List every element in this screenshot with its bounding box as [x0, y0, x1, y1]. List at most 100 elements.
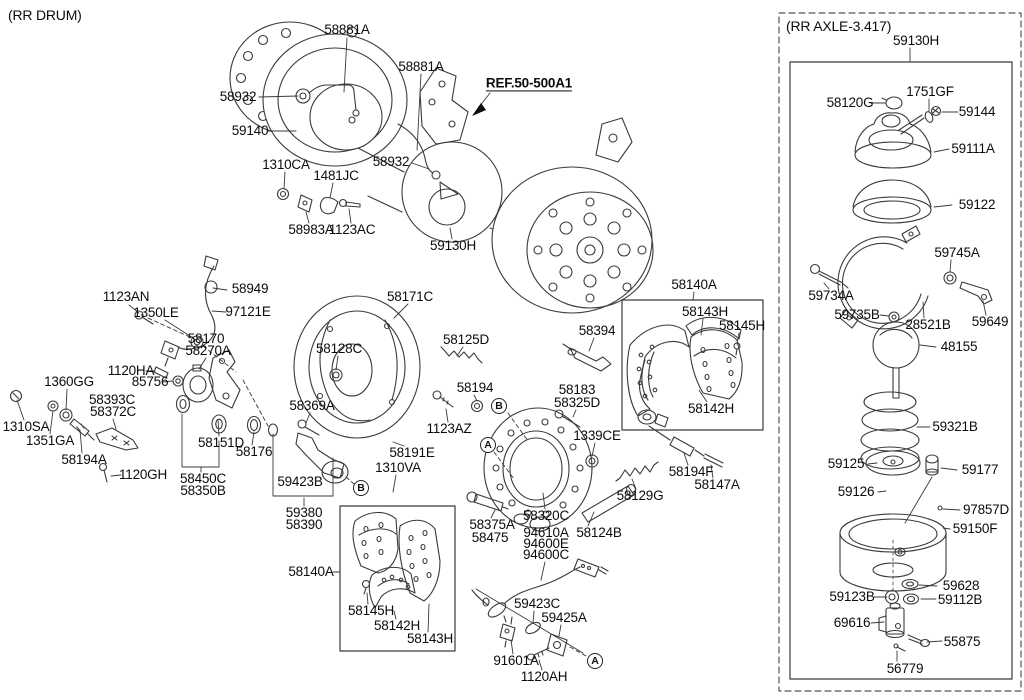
callout-circle-B-2: B: [353, 480, 369, 496]
inset-part-label-59122-5: 59122: [958, 196, 996, 212]
part-label-58393C-26: 58393C: [88, 391, 136, 407]
part-label-58191E-39: 58191E: [389, 444, 435, 460]
part-label-58270A-15: 58270A: [185, 342, 231, 358]
part-label-58151D-37: 58151D: [197, 434, 245, 450]
inset-part-label-59112B-20: 59112B: [937, 591, 983, 607]
axle-housing-drawing: [357, 67, 633, 247]
inset-part-label-48155-11: 48155: [940, 338, 978, 354]
right-brake-drum-hub-drawing: [491, 166, 654, 314]
part-label-1310VA-40: 1310VA: [375, 459, 421, 475]
part-label-58320C-57: 58320C: [522, 507, 570, 523]
part-label-58142H-53: 58142H: [373, 617, 421, 633]
part-label-58170-14: 58170: [187, 330, 225, 346]
spider-plate-drawing: [483, 407, 593, 532]
inset-part-label-59735B-8: 59735B: [834, 306, 880, 322]
ref-arrowhead: [472, 103, 486, 116]
part-label-1351GA-29: 1351GA: [25, 432, 75, 448]
inset-part-label-58120G-1: 58120G: [826, 94, 874, 110]
part-label-58932-2: 58932: [219, 88, 257, 104]
shoe-kit-box-lower: [339, 505, 456, 652]
part-label-94600C-60: 94600C: [522, 546, 570, 562]
part-label-1120HA-23: 1120HA: [107, 362, 155, 378]
inset-part-label-1751GF-2: 1751GF: [906, 83, 954, 99]
inset-part-label-59734A-7: 59734A: [808, 287, 854, 303]
part-label-58147A-43: 58147A: [694, 476, 740, 492]
hub-knuckle-cluster: [134, 310, 279, 437]
inset-part-label-59126-15: 59126: [837, 483, 875, 499]
part-label-94600E-59: 94600E: [523, 535, 569, 551]
part-label-58176-38: 58176: [235, 443, 273, 459]
part-label-58143H-54: 58143H: [406, 630, 454, 646]
part-label-59130H-9: 59130H: [429, 237, 477, 253]
inset-part-label-59125-13: 59125: [827, 455, 865, 471]
callout-circle-A-1: A: [480, 437, 496, 453]
part-label-58194F-42: 58194F: [668, 463, 714, 479]
part-label-58183-32: 58183: [558, 381, 596, 397]
part-label-58143H-21: 58143H: [681, 303, 729, 319]
part-label-58145H-52: 58145H: [347, 602, 395, 618]
part-label-1481JC-6: 1481JC: [313, 167, 359, 183]
callout-circle-B-0: B: [491, 398, 507, 414]
part-label-1123AN-10: 1123AN: [102, 288, 150, 304]
part-label-59425A-63: 59425A: [541, 609, 587, 625]
part-label-58350B-47: 58350B: [180, 482, 226, 498]
part-label-58194-31: 58194: [456, 379, 494, 395]
ref-callout: REF.50-500A1: [485, 75, 573, 92]
part-label-59380-49: 59380: [285, 504, 323, 520]
drum-small-parts: [276, 187, 361, 215]
part-label-1310CA-5: 1310CA: [262, 156, 310, 172]
part-label-58390-50: 58390: [285, 516, 323, 532]
part-label-58375A-55: 58375A: [469, 516, 515, 532]
inset-part-label-59130H-0: 59130H: [892, 32, 940, 48]
inset-borders: [778, 12, 1022, 692]
far-left-small-parts: [9, 389, 139, 483]
part-label-58125D-18: 58125D: [442, 331, 490, 347]
part-label-58881A-0: 58881A: [324, 21, 370, 37]
inset-part-label-97857D-16: 97857D: [962, 501, 1010, 517]
part-label-58369A-34: 58369A: [289, 397, 335, 413]
part-label-58881A-1: 58881A: [398, 58, 444, 74]
part-label-97121E-12: 97121E: [225, 303, 271, 319]
part-label-58140A-51: 58140A: [288, 563, 334, 579]
inset-title: (RR AXLE-3.417): [786, 18, 892, 34]
part-label-1350LE-13: 1350LE: [133, 304, 179, 320]
inset-part-label-59177-14: 59177: [961, 461, 999, 477]
inset-part-label-28521B-9: 28521B: [905, 316, 951, 332]
part-label-58475-56: 58475: [471, 529, 509, 545]
inset-part-label-59649-10: 59649: [971, 313, 1009, 329]
part-label-59140-3: 59140: [231, 122, 269, 138]
part-label-59423C-62: 59423C: [513, 595, 561, 611]
part-label-58949-11: 58949: [231, 280, 269, 296]
inset-part-label-55875-22: 55875: [943, 633, 981, 649]
harness-and-cable-drawing: [471, 558, 609, 661]
inset-part-label-59150F-17: 59150F: [952, 520, 998, 536]
inset-part-label-59321B-12: 59321B: [932, 418, 978, 434]
part-label-1123AC-8: 1123AC: [328, 221, 376, 237]
part-label-58325D-33: 58325D: [553, 394, 601, 410]
part-label-1360GG-25: 1360GG: [44, 373, 94, 389]
part-label-59423B-48: 59423B: [277, 473, 323, 489]
part-label-58932-4: 58932: [372, 153, 410, 169]
cam-lever-drawing: [295, 419, 349, 484]
part-label-1339CE-35: 1339CE: [573, 427, 621, 443]
part-label-1123AZ-36: 1123AZ: [426, 420, 472, 436]
inset-part-label-59745A-6: 59745A: [934, 244, 980, 260]
shoe-kit-box-upper: [621, 299, 764, 431]
main-title: (RR DRUM): [8, 7, 82, 23]
part-label-94610A-58: 94610A: [523, 524, 569, 540]
backing-plate-drawing: [293, 295, 421, 439]
part-label-58142H-41: 58142H: [687, 400, 735, 416]
part-label-58140A-20: 58140A: [671, 276, 717, 292]
inset-part-label-59111A-4: 59111A: [951, 140, 995, 156]
left-brake-drum-drawing: [229, 21, 408, 167]
part-label-58394-19: 58394: [578, 322, 616, 338]
inset-part-label-56779-23: 56779: [886, 660, 924, 676]
part-label-58124B-61: 58124B: [576, 524, 622, 540]
inset-part-label-69616-21: 69616: [833, 614, 871, 630]
part-label-1120AH-65: 1120AH: [520, 668, 568, 684]
part-label-1310SA-28: 1310SA: [2, 418, 50, 434]
part-label-85756-24: 85756: [131, 373, 169, 389]
camshaft-and-pins: [466, 425, 724, 523]
